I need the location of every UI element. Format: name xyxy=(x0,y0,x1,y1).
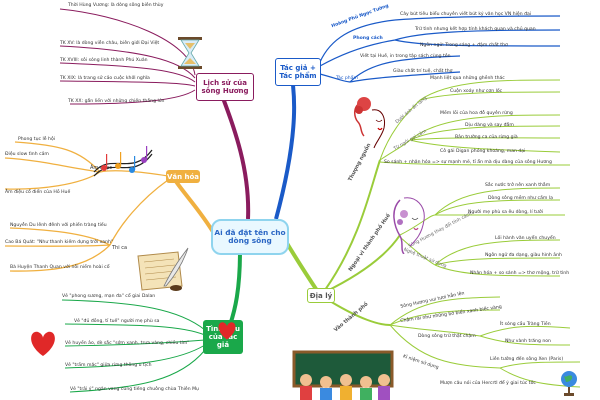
tu-ngoi-item-4: Cô gái Digan phóng khoáng, man dại xyxy=(440,149,526,154)
tinh-yeu-item-1: Vẻ "phong sương, mạn đa" cổ giai Dalan xyxy=(62,294,156,299)
nghe-thuat-item-3: Nhân hóa + so sánh => thơ mộng, trữ tình xyxy=(470,271,570,276)
nghe-thuat-item-2: Ngôn ngữ đa dạng, giàu hình ảnh xyxy=(485,253,562,258)
van-hoa-leaf-lines xyxy=(4,141,169,272)
lich-su-leaf-lines xyxy=(59,8,196,105)
branch-tac-gia xyxy=(274,64,297,220)
lich-su-item-2: TK XV: là dòng viễn châu, biên giới Đại … xyxy=(60,41,160,46)
thi-ca-item-2: Cao Bá Quát: "Như thanh kiếm dựng trời x… xyxy=(5,240,114,245)
tinh-yeu-item-3: Vẻ huyền ảo, dè sắc "sớm xanh, trưa vàng… xyxy=(65,341,190,346)
node-tac-gia[interactable]: Tác giả + Tác phẩm xyxy=(275,58,321,86)
sub-item-1: Ít sóng cầu Tràng Tiền xyxy=(500,322,551,327)
children-blackboard-icon xyxy=(292,350,394,400)
hoang-phu-item: Cây bút tiêu biểu chuyên viết bút ký văn… xyxy=(400,12,532,17)
lich-su-item-3: TK XVIII: sôi sóng linh thành Phú Xuân xyxy=(60,58,148,63)
heart-icon xyxy=(31,331,55,356)
song-huong-item-3: Người mẹ phù sa êu dòng, lí tưởi xyxy=(468,210,543,215)
so-sanh-label: So sánh + nhân hóa => sự mạnh mẽ, tỉ ẩn … xyxy=(384,160,552,165)
dia-ly-fine-lines xyxy=(379,79,581,388)
woman-portrait-icon-2 xyxy=(393,197,425,254)
branch-lich-su xyxy=(218,89,251,220)
woman-portrait-icon xyxy=(354,97,385,149)
phong-cach-item-2: Ngôn ngữ: Trong sáng + đậm chất thơ xyxy=(420,43,508,48)
tu-ngoi-item-3: Bản trường ca của rừng già xyxy=(455,135,518,140)
node-dia-ly[interactable]: Địa lý xyxy=(307,288,335,303)
tac-gia-leaf-lines xyxy=(319,15,561,83)
branch-van-hoa xyxy=(173,178,217,237)
sub-item-3: Liên tưởng đến sông Xen (Paris) xyxy=(490,357,564,362)
vao-tp-item-3: Dòng sông trữ thật chậm xyxy=(418,334,476,339)
anh-lam-item-2: Cuộn xoáy như cơn lốc xyxy=(450,89,503,94)
lich-su-item-5: TK XX: gắn liền với những chiến thắng lớ… xyxy=(68,99,165,104)
tu-ngoi-item-2: Dịu dàng và say đắm xyxy=(465,123,514,128)
am-nhac-item-1: Phong tục lễ hội xyxy=(18,137,56,142)
tinh-yeu-item-2: Vẻ "đủ đồng, tỉ tuế" người mẹ phù sa xyxy=(74,319,160,324)
tinh-yeu-leaf-lines xyxy=(61,299,206,393)
dia-ly-leaf-lines xyxy=(324,159,401,326)
hourglass-icon xyxy=(178,37,202,69)
lich-su-item-4: TK XIX: là trang sử cảo cuộc khởi nghĩa xyxy=(60,76,150,81)
music-notes-icon xyxy=(93,146,153,177)
phong-cach-label: Phong cách xyxy=(353,36,383,41)
tinh-yeu-item-4: Vẻ "trầm mặc" giữa rừng thông u tịch xyxy=(65,363,152,368)
song-huong-item-1: Sắc nước trở nên xanh thẳm xyxy=(485,183,551,188)
sub-item-4: Mượn câu nói của Hercrtl để ý giai túc t… xyxy=(440,381,536,386)
globe-icon xyxy=(561,371,577,396)
quill-scroll-icon xyxy=(137,247,189,291)
am-nhac-item-3: Âm điệu cổ điển của Hồ Huế xyxy=(5,190,71,195)
tinh-yeu-item-5: Vẻ "trải ý" ngân vang cùng tiếng chuông … xyxy=(70,387,199,392)
tac-pham-item-1: Viết tại Huế, in trong tập sách cùng tên xyxy=(360,54,451,59)
lich-su-item-1: Thời Hùng Vương: là dòng sông biên thùy xyxy=(68,3,164,8)
sub-item-2: Như vành trăng non xyxy=(505,339,551,344)
thi-ca-item-1: Nguyễn Du lênh đênh với phiến tràng tiếu xyxy=(10,223,107,228)
central-topic[interactable]: Ai đã đặt tên cho dòng sông xyxy=(211,219,289,255)
tac-pham-item-2: Giàu chất trí tuệ, chất thơ xyxy=(393,69,453,74)
tac-pham-label: Tác phẩm xyxy=(336,76,358,81)
anh-lam-item-1: Mạnh liệt qua những ghềnh thác xyxy=(430,76,505,81)
branch-tinh-yeu xyxy=(228,250,242,326)
am-nhac-item-2: Điệu slow tình cảm xyxy=(5,152,49,157)
heart-icon-small xyxy=(218,322,236,340)
nghe-thuat-item-1: Lối hành văn uyển chuyển xyxy=(495,236,556,241)
song-huong-item-2: Dòng sông mềm như cấm lạ xyxy=(488,196,553,201)
thi-ca-label: Thi ca xyxy=(112,245,128,251)
node-van-hoa[interactable]: Văn hóa xyxy=(166,170,200,183)
phong-cach-item-1: Trữ tình nhưng kết hợp tính khách quan v… xyxy=(415,27,536,32)
branch-dia-ly xyxy=(283,238,320,294)
thi-ca-item-3: Bà Huyện Thanh Quan với nỗi niềm hoài cổ xyxy=(10,265,110,270)
tu-ngoi-item-1: Mềm lồi của hoa đỗ quyên rừng xyxy=(440,111,513,116)
node-lich-su[interactable]: Lịch sử của sông Hương xyxy=(196,73,254,101)
